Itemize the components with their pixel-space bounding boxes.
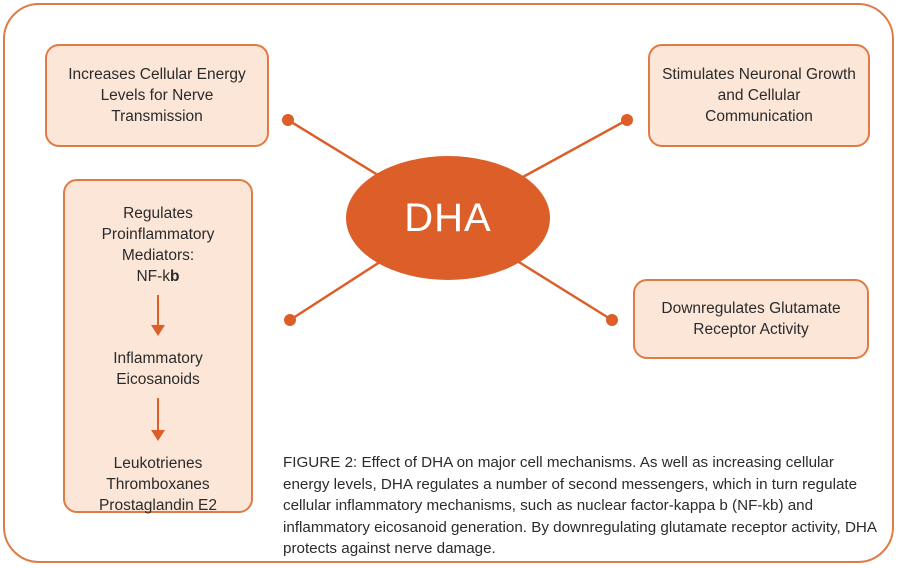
box-energy-levels-text: Increases Cellular Energy Levels for Ner… — [68, 66, 246, 125]
hub-label: DHA — [404, 195, 492, 240]
cascade-product-3: Prostaglandin E2 — [98, 497, 218, 514]
connector-dot-top-right — [621, 114, 633, 126]
box-glutamate: Downregulates Glutamate Receptor Activit… — [633, 279, 869, 359]
cascade-nfkb-bold: b — [170, 268, 180, 285]
box-glutamate-text: Downregulates Glutamate Receptor Activit… — [661, 300, 841, 338]
dha-hub: DHA — [346, 156, 550, 280]
cascade-product-2: Thromboxanes — [106, 476, 210, 493]
box-energy-levels: Increases Cellular Energy Levels for Ner… — [45, 44, 269, 147]
box-neuronal-growth: Stimulates Neuronal Growth and Cellular … — [648, 44, 870, 147]
box-neuronal-growth-text: Stimulates Neuronal Growth and Cellular … — [662, 66, 856, 125]
cascade-nfkb-prefix: NF-k — [136, 268, 171, 285]
cascade-eicosanoids-text: Inflammatory Eicosanoids — [113, 350, 203, 388]
figure-caption: FIGURE 2: Effect of DHA on major cell me… — [283, 454, 877, 557]
cascade-step-mediators: Regulates Proinflammatory Mediators: NF-… — [73, 203, 243, 287]
cascade-product-1: Leukotrienes — [113, 455, 203, 472]
connector-dot-bottom-left — [284, 314, 296, 326]
cascade-step-products: Leukotrienes Thromboxanes Prostaglandin … — [99, 453, 217, 516]
down-arrow-icon — [151, 398, 165, 441]
box-inflammatory-cascade: Regulates Proinflammatory Mediators: NF-… — [63, 179, 253, 516]
connector-dot-bottom-right — [606, 314, 618, 326]
cascade-mediators-text: Regulates Proinflammatory Mediators: — [101, 205, 215, 264]
cascade-step-eicosanoids: Inflammatory Eicosanoids — [73, 348, 243, 390]
connector-dot-top-left — [282, 114, 294, 126]
down-arrow-icon — [151, 295, 165, 336]
